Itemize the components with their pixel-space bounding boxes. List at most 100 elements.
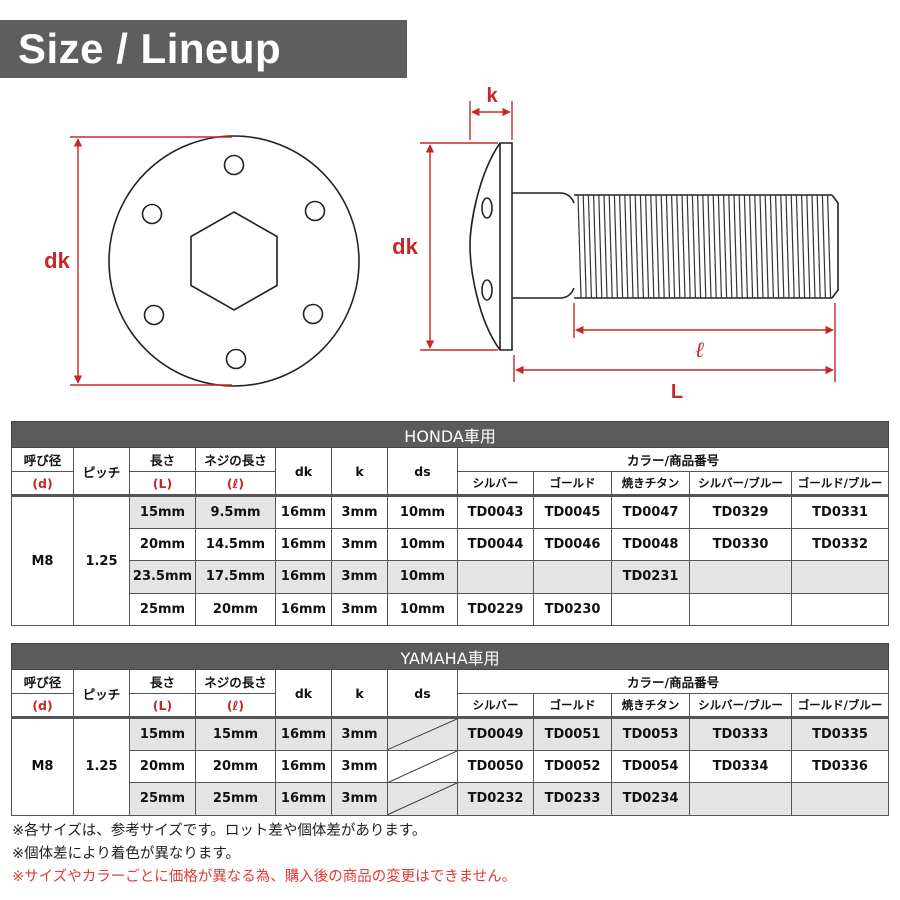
thread-line <box>676 194 681 299</box>
header-color-silver-blue: シルバー/ブルー <box>689 693 792 718</box>
thread-line <box>749 194 754 299</box>
length-cell: 20mm <box>129 527 196 561</box>
header-color-silver-blue: シルバー/ブルー <box>689 471 792 496</box>
dk-cell: 16mm <box>275 527 332 561</box>
header-color-gold: ゴールド <box>533 471 612 496</box>
code-cell: TD0331 <box>790 494 890 529</box>
code-cell: TD0045 <box>533 494 612 529</box>
table-row: 20mm 20mm 16mm 3mm TD0050 TD0052 TD0054 … <box>12 749 890 783</box>
length-cell: 25mm <box>129 592 196 626</box>
dk-cell: 16mm <box>275 592 332 626</box>
code-cell: TD0043 <box>457 494 534 529</box>
code-cell: TD0054 <box>611 749 690 783</box>
dk-cell: 16mm <box>275 560 332 594</box>
slash-mark <box>388 783 457 815</box>
honda-table-title: HONDA車用 <box>10 421 890 448</box>
code-cell: TD0231 <box>611 560 690 594</box>
front-dk-dimension <box>70 136 232 386</box>
header-pitch: ピッチ <box>73 447 130 496</box>
dk-cell: 16mm <box>275 716 332 751</box>
k-cell: 3mm <box>331 494 388 529</box>
header-color-burnt-titanium: 焼きチタン <box>611 471 690 496</box>
dk-cell: 16mm <box>275 782 332 816</box>
code-cell: TD0233 <box>533 782 612 816</box>
length-cell: 25mm <box>129 782 196 816</box>
note-no-exchange: ※サイズやカラーごとに価格が異なる為、購入後の商品の変更はできません。 <box>12 869 517 885</box>
code-cell: TD0336 <box>790 749 890 783</box>
thread-line <box>707 194 712 299</box>
thread-line <box>582 194 587 299</box>
ds-cell: 10mm <box>387 527 458 561</box>
code-cell: TD0330 <box>689 527 792 561</box>
thread-line <box>645 194 650 299</box>
thread-line <box>775 194 780 299</box>
table-row: 20mm 14.5mm 16mm 3mm 10mm TD0044 TD0046 … <box>12 527 890 561</box>
slash-mark <box>388 750 457 782</box>
notes: ※各サイズは、参考サイズです。ロット差や個体差があります。 ※個体差により着色が… <box>12 820 516 889</box>
header-thread-sub: (ℓ) <box>195 693 276 718</box>
header-thread-sub: (ℓ) <box>195 471 276 496</box>
code-cell: TD0053 <box>611 716 690 751</box>
length-cell: 15mm <box>129 716 196 751</box>
header-k: k <box>331 669 388 718</box>
table-row: 25mm 20mm 16mm 3mm 10mm TD0229 TD0230 <box>12 592 890 626</box>
header-pitch: ピッチ <box>73 669 130 718</box>
code-cell <box>611 592 690 626</box>
slash-mark <box>388 720 455 750</box>
thread-line <box>717 194 722 299</box>
header-nominal-sub: (d) <box>11 693 74 718</box>
thread-line <box>811 194 816 299</box>
code-cell: TD0335 <box>790 716 890 751</box>
thread-line <box>785 194 790 299</box>
thread-line <box>655 194 660 299</box>
code-cell: TD0229 <box>457 592 534 626</box>
header-color-burnt-titanium: 焼きチタン <box>611 693 690 718</box>
front-dk-label: dk <box>44 248 70 273</box>
code-cell <box>689 560 792 594</box>
thread-line <box>598 194 603 299</box>
thread-line <box>728 194 733 299</box>
thread-line <box>613 194 618 299</box>
code-cell: TD0230 <box>533 592 612 626</box>
code-cell: TD0048 <box>611 527 690 561</box>
code-cell: TD0334 <box>689 749 792 783</box>
ds-cell: 10mm <box>387 592 458 626</box>
side-L-label: L <box>671 381 683 403</box>
side-ell-label: ℓ <box>695 337 704 363</box>
thread-line <box>743 194 748 299</box>
bolt-front-view <box>108 135 360 387</box>
header-color-silver: シルバー <box>457 471 534 496</box>
thread-line <box>723 194 728 299</box>
code-cell: TD0329 <box>689 494 792 529</box>
thread-cell: 14.5mm <box>195 527 276 561</box>
thread-line <box>587 194 592 299</box>
side-dimensions <box>420 101 836 382</box>
header-color-group: カラー/商品番号 <box>456 669 890 694</box>
thread-line <box>629 194 634 299</box>
code-cell: TD0051 <box>533 716 612 751</box>
thread-line <box>764 194 769 299</box>
header-ds: ds <box>387 669 458 718</box>
header-color-gold-blue: ゴールド/ブルー <box>790 471 890 496</box>
thread-line <box>780 194 785 299</box>
note-reference-size: ※各サイズは、参考サイズです。ロット差や個体差があります。 <box>12 823 427 839</box>
thread-line <box>665 194 670 299</box>
thread-cell: 20mm <box>195 592 276 626</box>
code-cell: TD0332 <box>790 527 890 561</box>
thread-line <box>702 194 707 299</box>
yamaha-spec-table: YAMAHA車用 呼び径 ピッチ 長さ ネジの長さ dk k ds カラー/商品… <box>10 643 890 816</box>
header-dk: dk <box>275 447 332 496</box>
header-color-silver: シルバー <box>457 693 534 718</box>
header-color-gold-blue: ゴールド/ブルー <box>790 693 890 718</box>
header-length-sub: (L) <box>129 693 196 718</box>
header-thread: ネジの長さ <box>195 447 276 472</box>
code-cell: TD0232 <box>457 782 534 816</box>
thread-line <box>759 194 764 299</box>
ds-empty-cell <box>387 782 458 816</box>
header-length: 長さ <box>129 447 196 472</box>
code-cell <box>533 560 612 594</box>
note-color-variation: ※個体差により着色が異なります。 <box>12 846 240 862</box>
thread-line <box>806 194 811 299</box>
dk-cell: 16mm <box>275 749 332 783</box>
thread-line <box>790 194 795 299</box>
